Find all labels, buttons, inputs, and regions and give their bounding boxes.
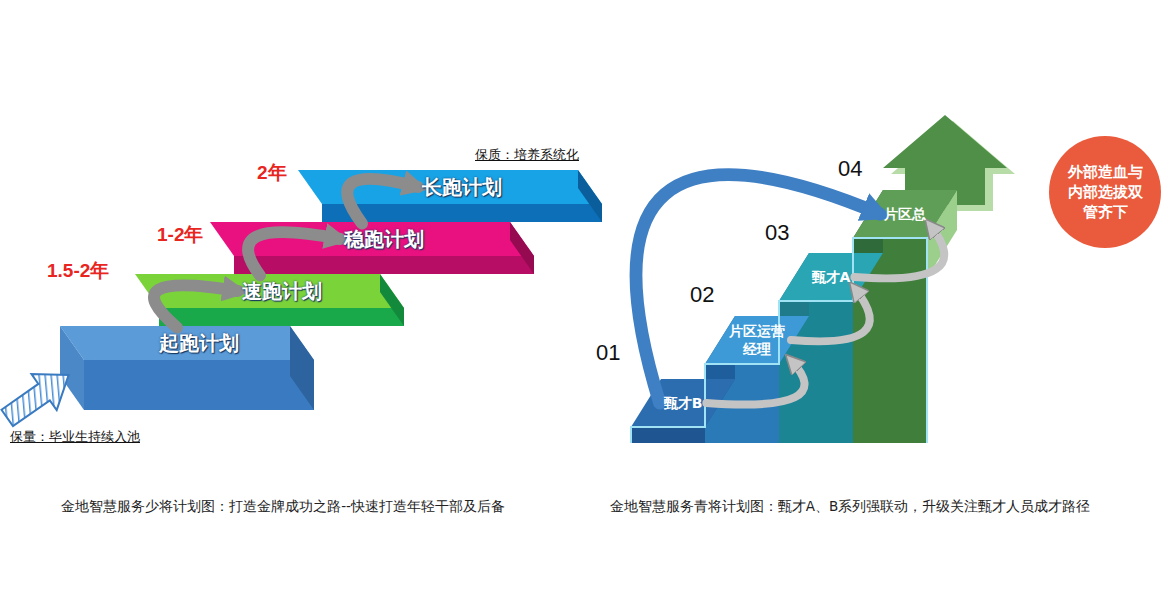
stair-highlight <box>631 238 927 443</box>
stair-treads <box>631 190 957 427</box>
slab-green <box>159 308 404 326</box>
slab-blue <box>290 326 314 410</box>
curved-arrow <box>248 232 340 275</box>
node-text: 甄才B <box>664 394 703 412</box>
callout-number: 04 <box>838 156 862 182</box>
callout-number: 03 <box>765 220 789 246</box>
node-text: 甄才A <box>812 268 851 286</box>
plan-slab: 起跑计划 <box>155 328 243 359</box>
plan-slab: 稳跑计划 <box>340 224 428 255</box>
stair-columns <box>631 238 927 443</box>
callout-number: 01 <box>596 340 620 366</box>
curved-arrow <box>854 225 944 278</box>
node-text: 片区运营经理 <box>727 322 787 358</box>
node-text: 外部造血与内部选拔双管齐下 <box>1066 162 1144 223</box>
plan-slab: 长跑计划 <box>418 172 506 203</box>
plan-slab: 速跑计划 <box>238 276 326 307</box>
stair-step: 甄才A <box>808 266 855 288</box>
node-text: 起跑计划 <box>159 330 239 357</box>
slab-green <box>380 274 404 326</box>
connectors <box>154 175 944 405</box>
slab-cyan <box>578 170 602 222</box>
stair-columns <box>631 427 705 443</box>
callout-number: 02 <box>690 282 714 308</box>
node-text: 片区总 <box>884 205 926 223</box>
edge-label: 1.5-2年 <box>45 258 111 284</box>
curved-arrow <box>154 285 238 327</box>
stair-highlight <box>631 238 927 443</box>
note-text: 保量：毕业生持续入池 <box>10 428 140 446</box>
slab-magenta <box>510 222 534 274</box>
curved-arrow <box>636 175 880 403</box>
edge-label: 2年 <box>255 160 289 186</box>
node-text: 稳跑计划 <box>344 226 424 253</box>
slab-magenta <box>234 256 534 274</box>
caption-text: 金地智慧服务青将计划图：甄才A、B系列强联动，升级关注甄才人员成才路径 <box>610 498 1091 516</box>
curved-arrow <box>706 360 804 404</box>
node-text: 长跑计划 <box>422 174 502 201</box>
note-text: 保质：培养系统化 <box>475 146 579 164</box>
stair-step: 片区总 <box>880 203 930 225</box>
caption-text: 金地智慧服务少将计划图：打造金牌成功之路--快速打造年轻干部及后备 <box>61 498 505 516</box>
slab-blue <box>60 326 314 360</box>
slab-blue <box>84 360 314 410</box>
curved-arrow <box>347 179 418 224</box>
curved-arrow <box>791 288 870 341</box>
slab-blue <box>60 326 84 410</box>
stair-step: 片区运营经理 <box>723 320 791 360</box>
striped-arrow <box>0 357 81 436</box>
slab-blue <box>60 326 314 410</box>
edge-label: 1-2年 <box>155 222 205 248</box>
striped-arrow <box>0 357 81 436</box>
stair-step: 甄才B <box>660 392 707 414</box>
node-text: 速跑计划 <box>242 278 322 305</box>
stair-risers <box>705 190 957 427</box>
callout-circle: 外部造血与内部选拔双管齐下 <box>1049 136 1161 248</box>
